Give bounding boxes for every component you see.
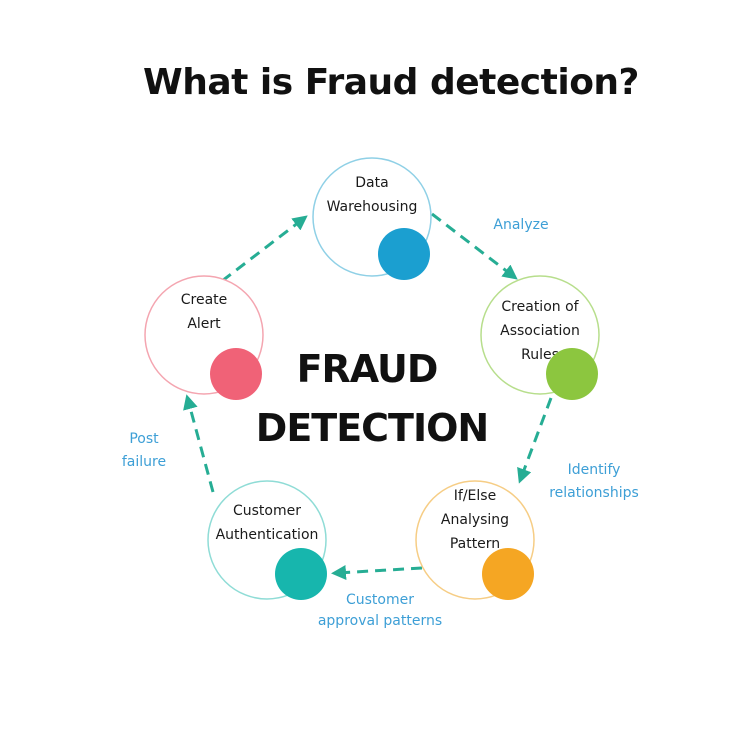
node-label-association-rules-3: Rules: [521, 347, 559, 363]
edge-label-post-failure-1: Post: [129, 431, 159, 447]
node-label-data-warehousing-1: Data: [355, 175, 388, 191]
node-label-if-else-pattern-1: If/Else: [454, 488, 496, 504]
node-label-if-else-pattern-2: Analysing: [441, 512, 509, 528]
center-title: FRAUD DETECTION: [256, 347, 489, 450]
arrow-authentication-to-alert: [183, 394, 215, 493]
node-dot-create-alert: [210, 348, 262, 400]
node-label-create-alert-2: Alert: [187, 316, 221, 332]
center-line-2: DETECTION: [256, 406, 488, 450]
node-label-if-else-pattern-3: Pattern: [450, 536, 500, 552]
edges-layer: [183, 212, 553, 580]
node-label-association-rules-2: Association: [500, 323, 580, 339]
edge-label-customer-approval-patterns-2: approval patterns: [318, 613, 442, 629]
node-dot-association-rules: [546, 348, 598, 400]
arrow-rules-to-pattern: [517, 397, 553, 484]
node-label-data-warehousing-2: Warehousing: [327, 199, 418, 215]
node-dot-if-else-pattern: [482, 548, 534, 600]
arrow-alert-to-warehousing: [221, 215, 308, 283]
arrow-pattern-to-authentication: [331, 564, 423, 580]
page-title: What is Fraud detection?: [143, 62, 639, 103]
node-dot-data-warehousing: [378, 228, 430, 280]
node-label-customer-authentication-2: Authentication: [216, 527, 319, 543]
center-line-1: FRAUD: [297, 347, 438, 391]
edge-label-post-failure-2: failure: [122, 454, 166, 470]
edge-label-identify-relationships-1: Identify: [568, 462, 621, 478]
node-dot-customer-authentication: [275, 548, 327, 600]
node-label-customer-authentication-1: Customer: [233, 503, 301, 519]
edge-label-customer-approval-patterns-1: Customer: [346, 592, 414, 608]
node-label-create-alert-1: Create: [181, 292, 228, 308]
edge-label-identify-relationships-2: relationships: [549, 485, 639, 501]
node-label-association-rules-1: Creation of: [501, 299, 579, 315]
edge-label-analyze-1: Analyze: [493, 217, 548, 233]
